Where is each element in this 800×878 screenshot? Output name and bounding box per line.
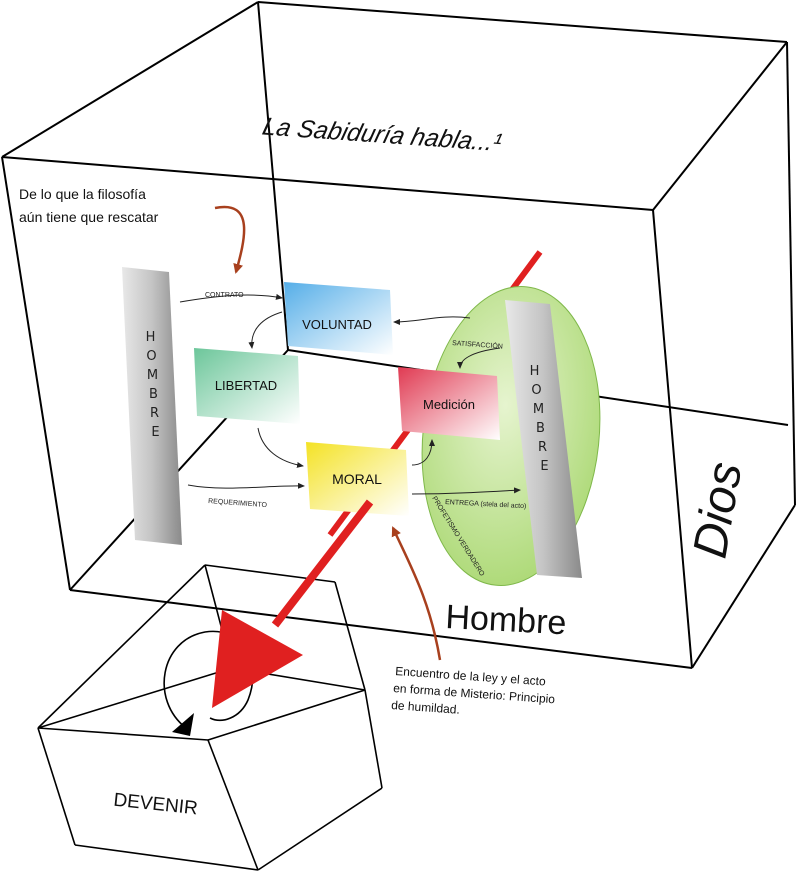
dios-label: Dios xyxy=(684,458,753,562)
red-arrow-shaft xyxy=(271,499,374,628)
medicion-box xyxy=(398,367,500,440)
moral-label: MORAL xyxy=(332,471,382,487)
pillar-letter: M xyxy=(533,402,545,417)
pillar-letter: E xyxy=(540,459,549,474)
requerimiento-arrow xyxy=(187,482,305,489)
right-pillar-letters: H O M B R E xyxy=(530,364,549,474)
small-cube xyxy=(37,564,383,871)
caption-top-arrow xyxy=(214,205,246,274)
voluntad-box xyxy=(284,282,393,355)
hombre-label: Hombre xyxy=(445,598,568,642)
caption-bottom-line3: de humildad. xyxy=(391,698,461,717)
caption-bottom-arrow xyxy=(391,526,442,661)
satisfaccion-arrow xyxy=(393,316,471,325)
contrato-arrow xyxy=(179,293,283,303)
connectors xyxy=(179,293,521,495)
large-cube xyxy=(1,1,796,669)
pillar-letter: O xyxy=(146,349,157,364)
pillar-letter: B xyxy=(149,387,159,402)
loop-arrowhead xyxy=(172,713,194,736)
pillar-letter: B xyxy=(536,421,546,436)
satisfaccion-down-arrow xyxy=(457,347,501,369)
moral-box xyxy=(306,442,409,516)
red-arrow-head xyxy=(212,610,303,708)
voluntad-label: VOLUNTAD xyxy=(302,317,372,332)
caption-top-line1: De lo que la filosofía xyxy=(19,186,146,202)
devenir-label: DEVENIR xyxy=(112,790,198,820)
voluntad-to-libertad-arrow xyxy=(248,311,283,349)
pillar-letter: E xyxy=(151,425,160,440)
left-pillar-letters: H O M B R E xyxy=(146,330,160,440)
contrato-label: CONTRATO xyxy=(205,292,244,299)
pillar-letter: H xyxy=(146,330,157,345)
pillar-letter: R xyxy=(538,440,548,455)
moral-to-medicion-arrow xyxy=(411,439,435,466)
right-hombre-pillar xyxy=(505,300,582,578)
medicion-label: Medición xyxy=(423,397,475,412)
entrega-label: ENTREGA (stela del acto) xyxy=(445,499,527,510)
entrega-arrow xyxy=(411,487,521,495)
pillar-letter: R xyxy=(150,406,160,421)
requerimiento-label: REQUERIMIENTO xyxy=(208,498,268,509)
libertad-box xyxy=(194,348,300,424)
libertad-label: LIBERTAD xyxy=(215,378,277,393)
caption-top-line2: aún tiene que rescatar xyxy=(19,209,159,225)
pillar-letter: O xyxy=(531,383,542,398)
left-hombre-pillar xyxy=(122,267,182,545)
page-title: La Sabiduría habla...¹ xyxy=(260,113,505,157)
pillar-letter: M xyxy=(147,368,159,383)
pillar-letter: H xyxy=(530,364,541,379)
libertad-to-moral-arrow xyxy=(257,427,304,468)
